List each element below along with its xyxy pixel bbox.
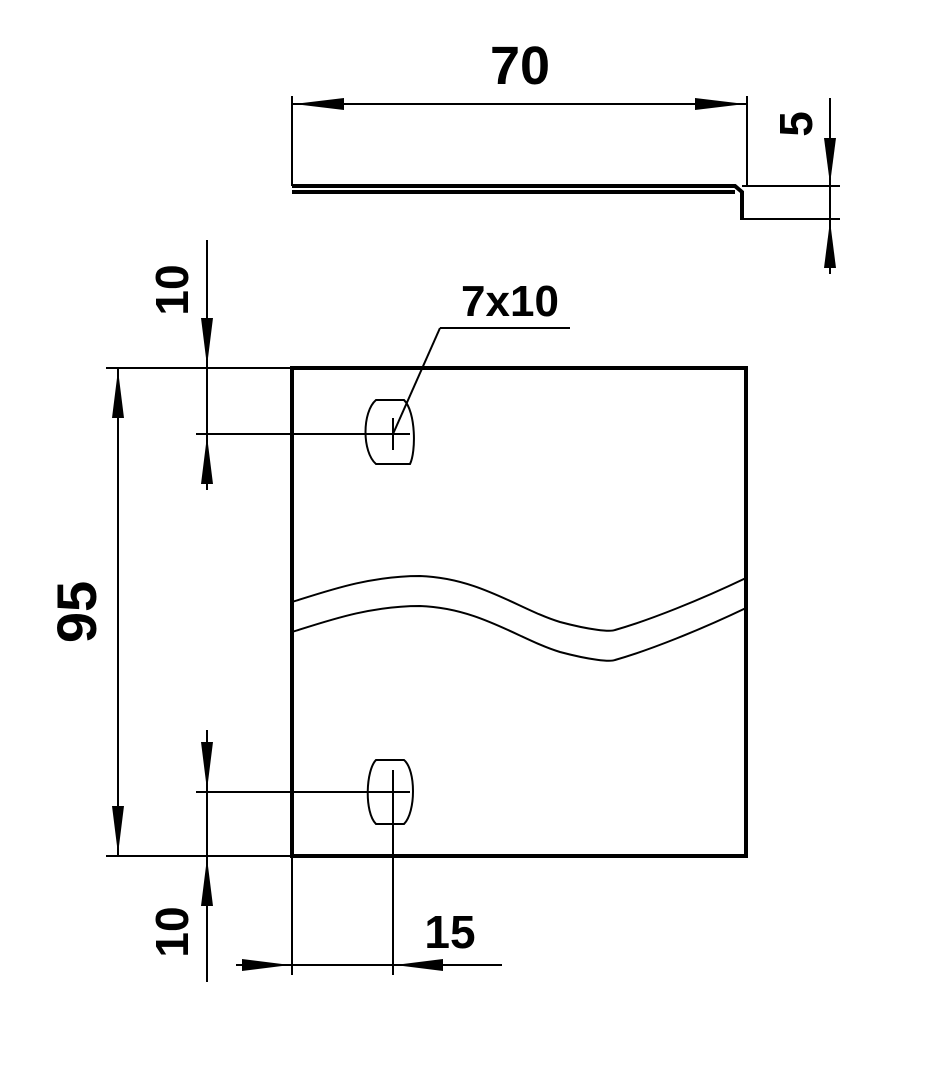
dim-95-label: 95 (45, 581, 108, 643)
dim-70-arrow-left (294, 98, 344, 110)
dim-70-arrow-right (695, 98, 745, 110)
dim-bottom-10-arrow-bottom (201, 858, 213, 906)
dim-top-10-arrow-top (201, 318, 213, 366)
slot-size-label: 7x10 (461, 277, 559, 326)
dim-5-label: 5 (770, 111, 822, 137)
dim-95-arrow-bottom (112, 806, 124, 854)
dim-15-arrow-left (242, 959, 290, 971)
front-view: 7x10 10 95 10 15 (45, 240, 748, 982)
dim-top-10-arrow-bottom (201, 436, 213, 484)
plate-outline (290, 366, 748, 858)
side-view-profile (292, 184, 744, 220)
break-line-upper (291, 574, 747, 632)
dim-top-10-label: 10 (146, 264, 198, 315)
slot-bottom (366, 759, 414, 825)
slot-leader-line (392, 327, 441, 435)
dim-15-arrow-right (395, 959, 443, 971)
dim-95-arrow-top (112, 370, 124, 418)
dim-70-label: 70 (490, 36, 550, 96)
dim-bottom-10-arrow-top (201, 742, 213, 790)
slot-top (364, 399, 415, 465)
dim-bottom-10-label: 10 (146, 906, 198, 957)
side-view: 70 5 (291, 36, 840, 274)
dim-5-arrow-top (824, 138, 836, 184)
dim-5-arrow-bottom (824, 221, 836, 268)
dim-15-label: 15 (424, 906, 475, 958)
break-line-lower (291, 604, 747, 662)
